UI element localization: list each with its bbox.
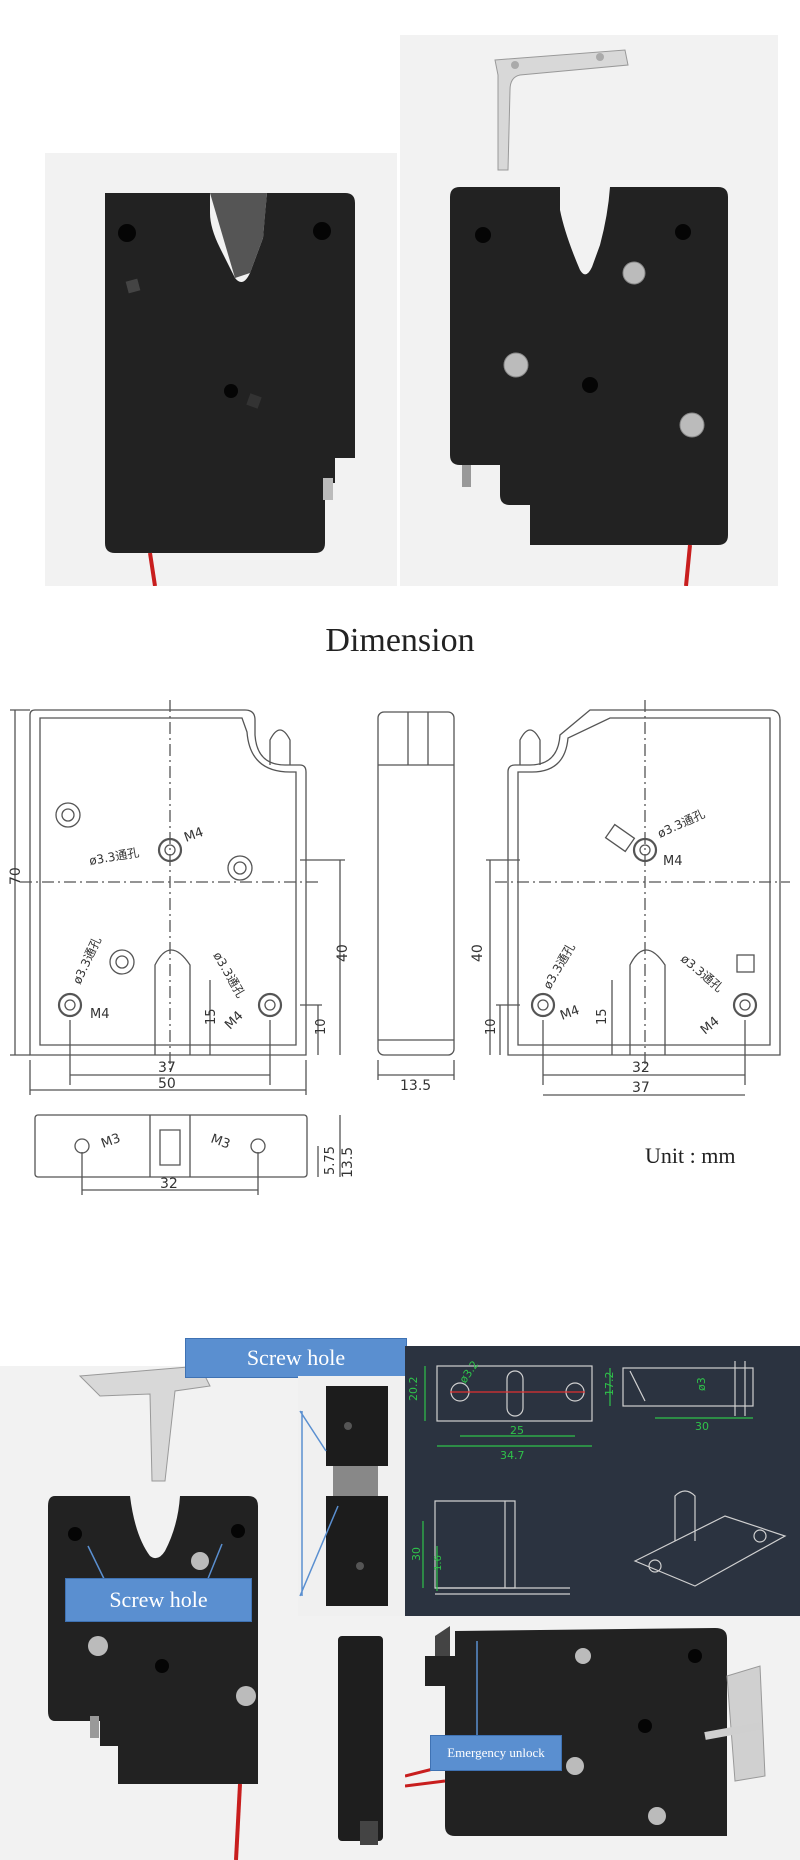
dim-5-75: 5.75 (323, 1146, 338, 1175)
photo-lock-emergency (405, 1616, 800, 1860)
cad-dim-30-top: 30 (695, 1420, 709, 1433)
dim-32-bottom: 32 (160, 1176, 178, 1192)
photo-lock-side-holes (298, 1376, 405, 1616)
dim-50: 50 (158, 1076, 176, 1092)
cad-dim-17-2: 17.2 (603, 1372, 616, 1397)
dim-37-right: 37 (632, 1080, 650, 1096)
photo-lock-profile (320, 1616, 405, 1860)
label-hole: ø3.3通孔 (210, 950, 247, 1001)
label-m3: M3 (209, 1132, 232, 1153)
label-hole: ø3.3通孔 (88, 845, 140, 868)
dimension-drawing: 70 40 10 15 37 50 13.5 40 10 15 32 37 32… (8, 700, 790, 1195)
dim-13-5-bottom: 13.5 (340, 1147, 356, 1178)
label-hole: ø3.3通孔 (540, 941, 577, 992)
dim-13-5-side: 13.5 (400, 1078, 431, 1094)
label-m4: M4 (182, 825, 205, 846)
dim-10-right: 10 (484, 1018, 499, 1035)
dim-10-left: 10 (314, 1018, 329, 1035)
section-heading: Dimension (325, 622, 475, 659)
cad-dim-1-6: 1.6 (433, 1555, 444, 1571)
label-m4: M4 (663, 854, 683, 869)
cad-dim-3-2: ø3.2 (457, 1358, 482, 1385)
callout-emergency-unlock: Emergency unlock (430, 1735, 562, 1771)
label-m4: M4 (222, 1008, 246, 1032)
label-m3: M3 (99, 1131, 122, 1152)
label-hole: ø3.3通孔 (70, 935, 104, 987)
photo-lock-front (400, 35, 778, 586)
dim-70: 70 (8, 867, 24, 885)
dim-40-left: 40 (335, 944, 351, 962)
cad-dim-34-7: 34.7 (500, 1449, 525, 1462)
label-hole: ø3.3通孔 (678, 952, 726, 995)
dim-37-left: 37 (158, 1060, 176, 1076)
dim-15-left: 15 (204, 1008, 219, 1025)
photo-lock-back (45, 153, 397, 586)
dim-32-right: 32 (632, 1060, 650, 1076)
callout-screw-hole-mid: Screw hole (65, 1578, 252, 1622)
dim-40-right: 40 (470, 944, 486, 962)
label-m4: M4 (558, 1003, 581, 1024)
unit-note: Unit : mm (645, 1143, 736, 1168)
label-m4: M4 (698, 1014, 723, 1038)
cad-dim-30-side: 30 (410, 1547, 423, 1561)
dim-15-right: 15 (595, 1008, 610, 1025)
label-hole: ø3.3通孔 (655, 807, 707, 841)
cad-dim-25: 25 (510, 1424, 524, 1437)
callout-screw-hole-top: Screw hole (185, 1338, 407, 1378)
cad-dim-3: ø3 (695, 1377, 708, 1391)
label-m4: M4 (90, 1007, 110, 1022)
cad-dim-20-2: 20.2 (407, 1377, 420, 1402)
cad-bracket-drawing: 20.2 ø3.2 25 34.7 17.2 ø3 30 30 1.6 (405, 1346, 800, 1616)
